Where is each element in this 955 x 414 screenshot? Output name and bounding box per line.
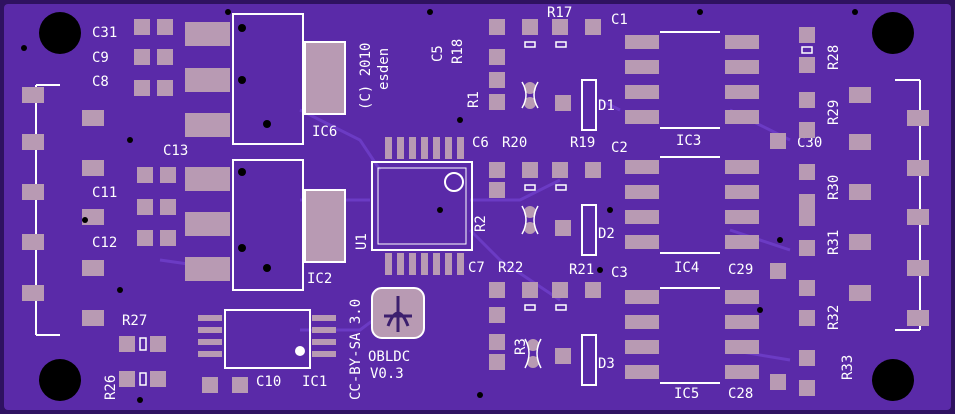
- project-name: OBLDC: [368, 349, 410, 365]
- label-ic3: IC3: [676, 133, 701, 149]
- label-r3: R3: [513, 338, 529, 355]
- label-r30: R30: [826, 175, 842, 200]
- vias: [21, 9, 858, 403]
- ic4: IC4: [625, 156, 759, 276]
- mounting-hole-top-left: [39, 12, 81, 54]
- label-r33: R33: [840, 355, 856, 380]
- label-ic6: IC6: [312, 124, 337, 140]
- cap-c31: C31: [92, 19, 173, 41]
- label-r26: R26: [103, 375, 119, 400]
- row3-components: C7 R22 R21 C3 R3 D3: [468, 260, 628, 386]
- label-ic4: IC4: [674, 260, 699, 276]
- mounting-hole-bottom-right: [872, 359, 914, 401]
- label-c3: C3: [611, 265, 628, 281]
- label-r21: R21: [569, 262, 594, 278]
- label-ic2: IC2: [307, 271, 332, 287]
- ic6: IC6: [232, 13, 346, 145]
- label-r27: R27: [122, 313, 147, 329]
- ic1: IC1: [198, 309, 336, 390]
- right-side-components: C30 C29 C28 R28 R29 R30 R31 R32 R33: [728, 27, 856, 402]
- label-r32: R32: [826, 305, 842, 330]
- label-c2: C2: [611, 140, 628, 156]
- u1: U1: [354, 137, 473, 275]
- label-c9: C9: [92, 50, 109, 66]
- mounting-hole-top-right: [872, 12, 914, 54]
- label-r17: R17: [547, 5, 572, 21]
- label-r2: R2: [473, 215, 489, 232]
- big-pads-ic6-left: [185, 22, 230, 137]
- right-connector: [849, 79, 929, 331]
- res-r27: R27: [119, 313, 166, 352]
- label-ic1: IC1: [302, 374, 327, 390]
- label-c29: C29: [728, 262, 753, 278]
- label-r29: R29: [826, 100, 842, 125]
- label-c12: C12: [92, 235, 117, 251]
- label-c31: C31: [92, 25, 117, 41]
- label-c5: C5: [430, 45, 446, 62]
- project-version: V0.3: [370, 366, 404, 382]
- copyright-year: (C) 2010: [358, 43, 374, 110]
- label-c13: C13: [163, 143, 188, 159]
- cap-c10: C10: [202, 374, 281, 393]
- res-r26: R26: [103, 371, 166, 400]
- label-r31: R31: [826, 230, 842, 255]
- license-text: CC-BY-SA 3.0: [348, 299, 364, 400]
- big-pads-ic2-left: [185, 167, 230, 281]
- label-u1: U1: [354, 233, 370, 250]
- ic5: IC5: [625, 287, 759, 402]
- label-r1: R1: [466, 91, 482, 108]
- cap-c13: C13: [137, 143, 188, 183]
- label-c10: C10: [256, 374, 281, 390]
- cap-c8: C8: [92, 74, 173, 96]
- label-d1: D1: [598, 98, 615, 114]
- label-c1: C1: [611, 12, 628, 28]
- label-d3: D3: [598, 356, 615, 372]
- label-c28: C28: [728, 386, 753, 402]
- label-c30: C30: [797, 135, 822, 151]
- label-r22: R22: [498, 260, 523, 276]
- mounting-holes: [39, 12, 914, 401]
- label-c7: C7: [468, 260, 485, 276]
- ic2: IC2: [232, 159, 346, 291]
- label-r19: R19: [570, 135, 595, 151]
- label-c11: C11: [92, 185, 117, 201]
- mounting-hole-bottom-left: [39, 359, 81, 401]
- oshw-logo: OBLDC V0.3: [368, 287, 425, 382]
- label-c8: C8: [92, 74, 109, 90]
- label-r18: R18: [450, 39, 466, 64]
- copper-pour: [4, 4, 951, 410]
- ic3: IC3: [625, 31, 759, 149]
- label-d2: D2: [598, 226, 615, 242]
- left-connector: [22, 84, 104, 336]
- row2-components: C6 R20 R19 C2 R2 D2: [472, 135, 628, 256]
- label-r20: R20: [502, 135, 527, 151]
- cap-c9: C9: [92, 49, 173, 66]
- label-ic5: IC5: [674, 386, 699, 402]
- cap-c11: C11: [92, 185, 176, 215]
- copyright-author: esden: [376, 48, 392, 90]
- label-c6: C6: [472, 135, 489, 151]
- cap-c12: C12: [92, 230, 176, 251]
- label-r28: R28: [826, 45, 842, 70]
- row1-components: C5 R18 R17 C1 R1 D1: [430, 5, 628, 131]
